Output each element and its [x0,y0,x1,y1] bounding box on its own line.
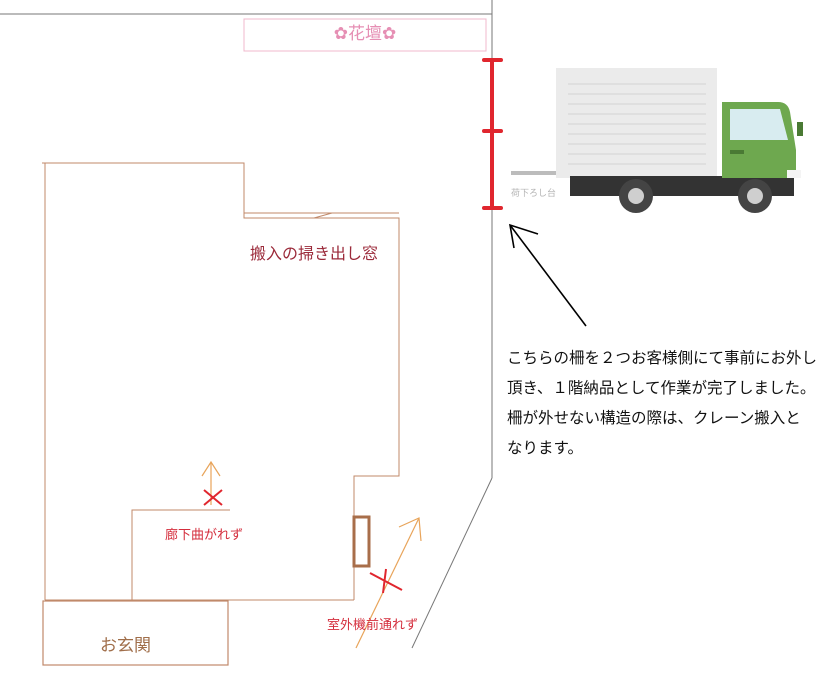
flowerbed-label: ✿花壇✿ [333,24,397,44]
corridor-label: 廊下曲がれず [165,528,244,543]
outdoor-unit [352,515,371,568]
black-arrow-icon [508,223,587,327]
entrance-label: お玄関 [100,636,151,656]
window-label: 搬入の掃き出し窓 [250,244,379,263]
cross-mark-icon [203,489,223,506]
outdoor-unit-label: 室外機前通れず [327,618,419,633]
cross-mark-icon [369,568,403,594]
note-line: なります。 [507,439,583,457]
flowerbed-box [243,18,487,52]
note-line: 柵が外せない構造の際は、クレーン搬入と [507,409,801,427]
explanation-note: こちらの柵を２つお客様側にて事前にお外し 頂き、１階納品として作業が完了しました… [507,343,823,463]
corridor-arrow-icon [201,460,221,505]
truck-icon [511,68,803,213]
entrance-box [42,600,229,666]
note-line: 頂き、１階納品として作業が完了しました。 [507,379,816,397]
note-line: こちらの柵を２つお客様側にて事前にお外し [507,349,818,367]
fence-marker-icon [482,58,503,210]
house-walls [42,162,400,612]
property-boundary [0,0,493,649]
unloading-label: 荷下ろし台 [511,189,557,199]
